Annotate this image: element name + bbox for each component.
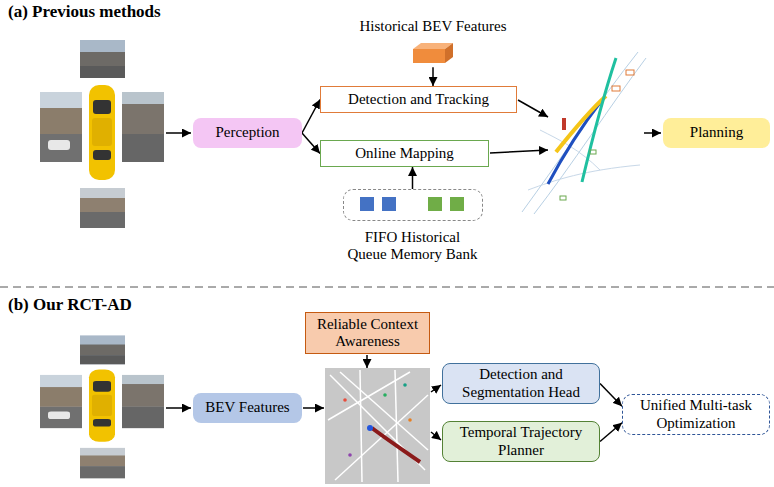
memory-bank: FIFO Historical Queue Memory Bank	[335, 189, 490, 264]
process-box: Reliable Context Awareness	[305, 312, 430, 354]
section-heading: (b) Our RCT-AD	[8, 295, 132, 315]
slab-front	[413, 49, 445, 63]
process-box: Temporal Trajectory Planner	[442, 421, 600, 462]
map-picture	[343, 398, 347, 402]
trajectory-picture	[582, 58, 616, 182]
node-text: Temporal Trajectory Planner	[449, 424, 593, 459]
node-text: Reliable Context Awareness	[312, 316, 423, 351]
map-picture	[367, 425, 373, 431]
connector-arrow	[412, 167, 414, 189]
connector-arrow	[432, 67, 434, 86]
map-picture	[372, 428, 420, 462]
queue-outline	[343, 189, 483, 221]
trajectory-picture	[562, 118, 566, 130]
queue-slot	[382, 197, 396, 211]
map-picture	[325, 368, 430, 484]
trajectory-picture	[560, 196, 566, 200]
slab-side	[445, 43, 453, 63]
flow-arrow	[644, 132, 661, 134]
flow-arrow	[518, 100, 548, 117]
node-text: Detection and Tracking	[348, 91, 489, 108]
trajectory-picture	[522, 52, 646, 214]
process-box: Detection and Segmentation Head	[442, 363, 600, 404]
section-divider	[0, 287, 774, 288]
flow-arrow	[166, 407, 191, 409]
node-text: Historical BEV Features	[359, 18, 506, 35]
trajectory-picture	[626, 70, 634, 75]
process-box: Detection and Tracking	[320, 86, 517, 113]
flow-arrow	[166, 100, 661, 440]
map-picture	[348, 453, 352, 457]
node-text: Planning	[690, 124, 743, 141]
process-box: Planning	[663, 118, 770, 148]
flow-arrow	[431, 385, 441, 392]
camera-collage	[40, 40, 164, 228]
camera-collage	[40, 335, 164, 478]
map-picture	[360, 370, 362, 482]
map-picture	[335, 395, 428, 480]
flow-arrow	[431, 432, 441, 440]
connector-arrow	[600, 423, 622, 442]
flow-arrow	[166, 132, 191, 134]
connector-arrow	[302, 133, 320, 154]
connector-arrow	[302, 100, 320, 134]
map-picture	[408, 418, 412, 422]
node-text: Unified Multi-task Optimization	[629, 397, 763, 432]
node-text: Perception	[215, 124, 279, 141]
trajectory-picture	[590, 150, 596, 154]
queue-slot	[450, 197, 464, 211]
trajectory-picture	[522, 52, 638, 212]
text-holder: FIFO Historical Queue Memory Bank	[348, 229, 478, 264]
trajectory-picture	[556, 96, 606, 152]
flow-arrow	[490, 150, 548, 153]
map-picture	[395, 370, 398, 482]
section-heading: (a) Previous methods	[8, 2, 161, 22]
process-box: Perception	[193, 118, 302, 148]
text-holder: Historical BEV Features	[359, 18, 506, 35]
queue-slot	[428, 197, 442, 211]
node-text: Online Mapping	[355, 145, 454, 162]
map-picture	[383, 393, 387, 397]
map-picture	[330, 375, 425, 470]
flow-arrow	[366, 355, 368, 368]
trajectory-picture	[534, 58, 646, 214]
map-picture	[325, 368, 430, 484]
queue-slots	[344, 190, 481, 219]
feature-slab: Historical BEV Features	[318, 18, 548, 67]
process-box: Online Mapping	[320, 140, 489, 167]
flow-arrow	[303, 407, 324, 409]
queue-slot	[360, 197, 374, 211]
map-picture	[328, 372, 410, 420]
map-picture	[403, 383, 407, 387]
node-text: FIFO Historical Queue Memory Bank	[348, 229, 478, 264]
process-box: BEV Features	[193, 393, 302, 423]
connector-arrow	[600, 384, 622, 407]
node-text: Detection and Segmentation Head	[449, 366, 593, 401]
feature-slab-shape	[412, 41, 454, 67]
node-text: BEV Features	[205, 399, 289, 416]
process-box: Unified Multi-task Optimization	[622, 394, 770, 435]
trajectory-picture	[548, 100, 602, 184]
trajectory-picture	[612, 86, 620, 91]
